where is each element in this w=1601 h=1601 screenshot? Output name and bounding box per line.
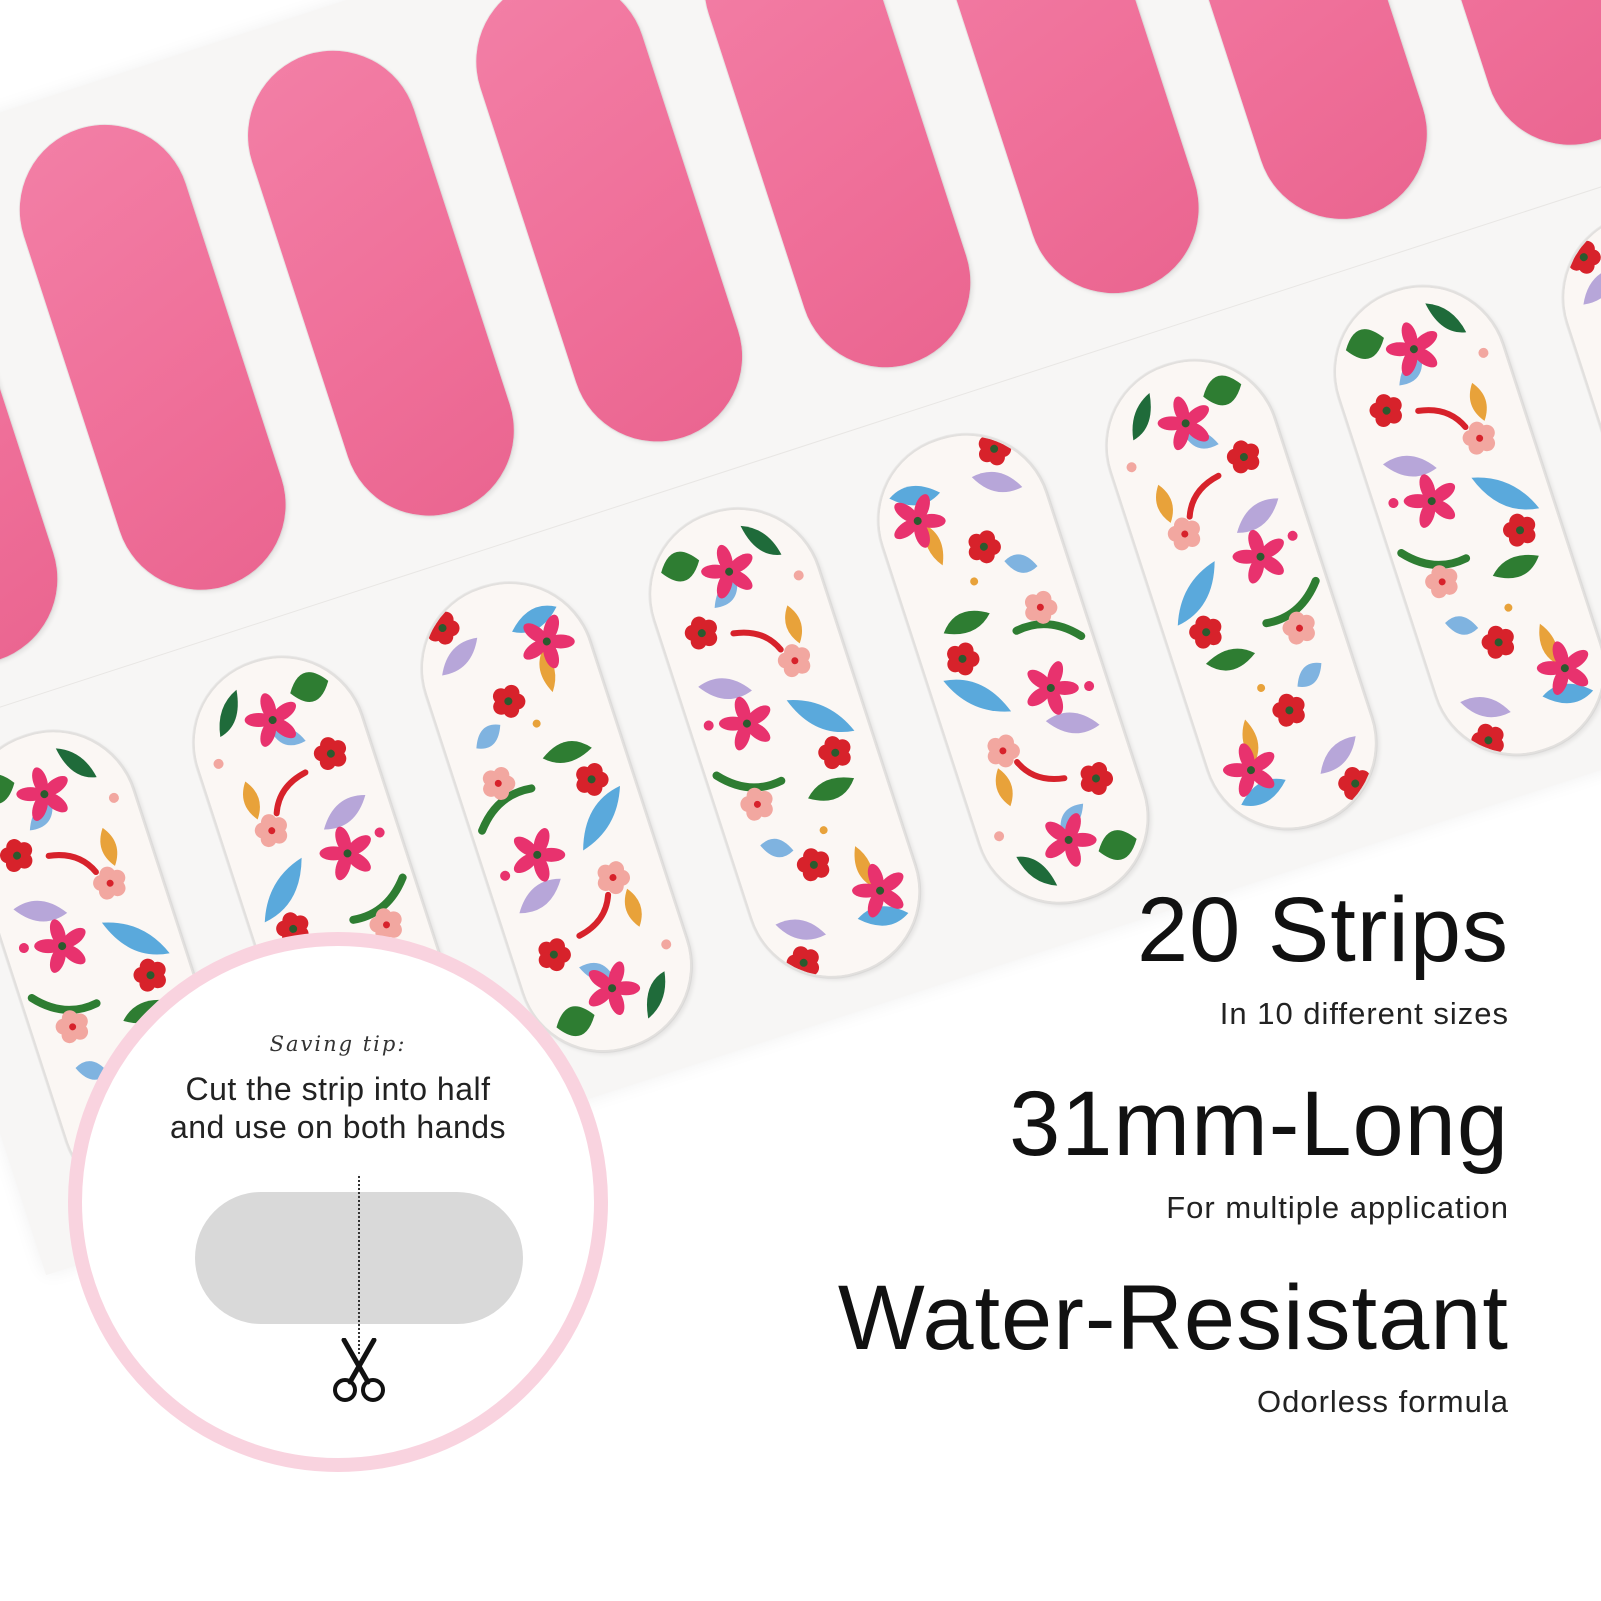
scissors-icon xyxy=(333,1338,385,1402)
saving-tip-circle: Saving tip: Cut the strip into half and … xyxy=(68,932,608,1472)
feature-list: 20 Strips In 10 different sizes 31mm-Lon… xyxy=(609,880,1509,1462)
saving-tip-title: Saving tip: xyxy=(269,1032,407,1056)
saving-tip-text: Cut the strip into half and use on both … xyxy=(142,1070,534,1146)
cut-line xyxy=(358,1176,360,1354)
feature-strips-subtitle: In 10 different sizes xyxy=(1219,996,1509,1031)
feature-length-title: 31mm-Long xyxy=(1009,1073,1509,1175)
feature-strips-title: 20 Strips xyxy=(1136,879,1509,981)
feature-water-subtitle: Odorless formula xyxy=(1256,1384,1509,1419)
saving-tip-line-1: Cut the strip into half xyxy=(185,1071,491,1107)
feature-water-title: Water-Resistant xyxy=(837,1267,1509,1369)
feature-length-subtitle: For multiple application xyxy=(1166,1190,1509,1225)
saving-tip-line-2: and use on both hands xyxy=(169,1109,507,1145)
